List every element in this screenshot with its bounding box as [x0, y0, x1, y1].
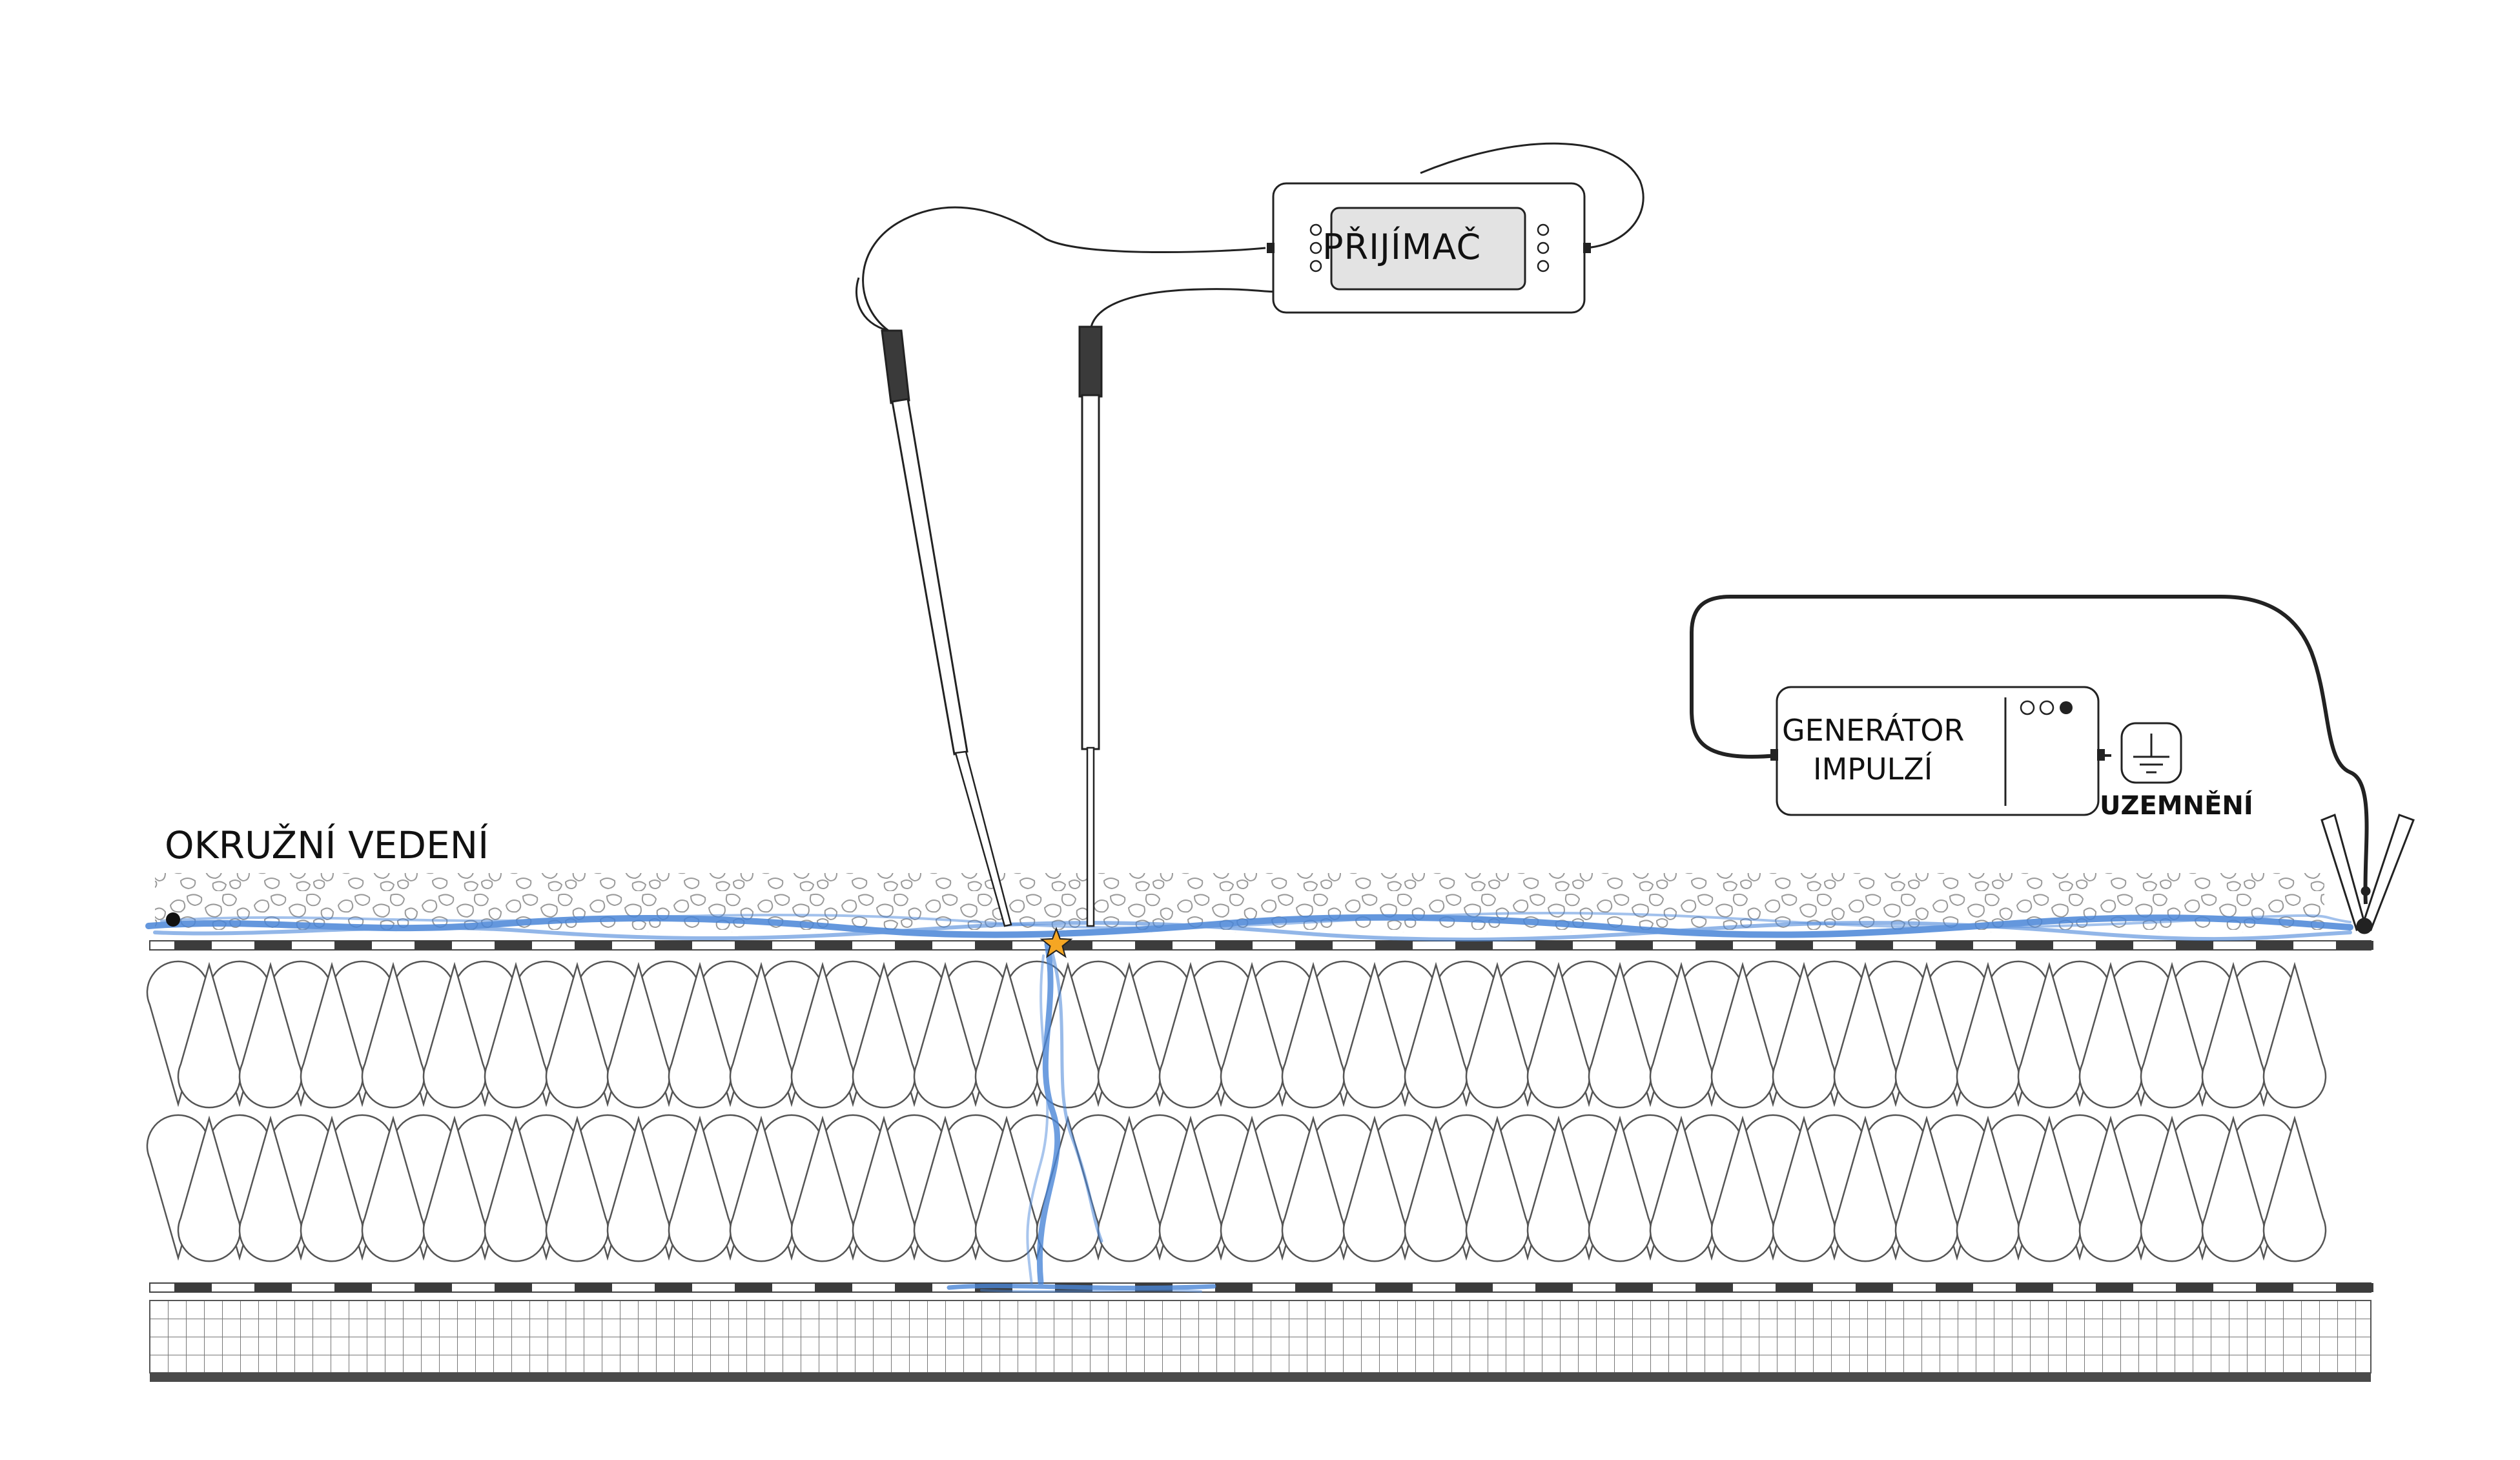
membrane-dash: [1215, 941, 1253, 950]
fault-star-icon: [1040, 927, 1073, 958]
receiver-screen: [1330, 207, 1526, 291]
ring-line-label: OKRUŽNÍ VEDENÍ: [165, 823, 489, 867]
membrane-dash: [1695, 1283, 1733, 1292]
receiver-cables: [862, 142, 1644, 332]
membrane-dash: [1455, 941, 1493, 950]
leak-flow: [947, 941, 1216, 1293]
ground-label: UZEMNĚNÍ: [2100, 791, 2253, 821]
membrane-dash: [575, 1283, 612, 1292]
membrane-dash: [2336, 941, 2373, 950]
membrane-dash: [1295, 1283, 1333, 1292]
membrane-dash: [815, 1283, 852, 1292]
membrane-dash: [1776, 941, 1813, 950]
membrane-dash: [415, 941, 452, 950]
membrane-dash: [254, 941, 292, 950]
membrane-dash: [1856, 1283, 1893, 1292]
membrane-dash: [735, 941, 772, 950]
insulation-cell: [2262, 1115, 2327, 1262]
concrete-base: [149, 1300, 2371, 1382]
membrane-dash: [174, 1283, 212, 1292]
generator-indicator-2: [2039, 700, 2054, 715]
membrane-dash: [1455, 1283, 1493, 1292]
membrane-dash: [1615, 941, 1653, 950]
membrane-dash: [2096, 1283, 2133, 1292]
membrane-dash: [1295, 941, 1333, 950]
ring-line-start-point: [166, 912, 180, 927]
membrane-dash: [174, 941, 212, 950]
membrane-dash: [2016, 1283, 2053, 1292]
insulation-layer: [146, 960, 2327, 1262]
membrane-dash: [1856, 941, 1893, 950]
membrane-dash: [1375, 941, 1413, 950]
insulation-cell: [2262, 961, 2327, 1109]
membrane-dash: [2336, 1283, 2373, 1292]
pulse-generator-device: [1770, 686, 2105, 816]
membrane-dash: [1375, 1283, 1413, 1292]
membrane-dash: [1695, 941, 1733, 950]
membrane-dash: [495, 941, 532, 950]
membrane-dash: [1535, 1283, 1573, 1292]
generator-cable: [1690, 595, 2369, 905]
membrane-dash: [815, 941, 852, 950]
membrane-dash: [975, 941, 1012, 950]
membrane-dash: [254, 1283, 292, 1292]
water-flow: [145, 912, 2353, 942]
receiver-label: PŘIJÍMAČ: [1322, 227, 1482, 267]
membrane-dash: [575, 941, 612, 950]
membrane-dash: [655, 941, 692, 950]
generator-label-line1: GENERÁTOR: [1782, 713, 1965, 748]
membrane-dash: [2016, 941, 2053, 950]
membrane-dash: [2176, 1283, 2213, 1292]
membrane-dash: [2176, 941, 2213, 950]
crocodile-clip-icon: [2320, 813, 2415, 934]
membrane-dash: [334, 941, 372, 950]
receiver-probe-right: [1078, 325, 1103, 927]
membrane-dash: [1215, 1283, 1253, 1292]
membrane-dash: [2256, 941, 2293, 950]
receiver-probe-left: [855, 277, 1012, 927]
bottom-membrane: [149, 1282, 2373, 1293]
membrane-dash: [895, 941, 932, 950]
membrane-dash: [495, 1283, 532, 1292]
membrane-dash: [655, 1283, 692, 1292]
membrane-dash: [1535, 941, 1573, 950]
top-membrane: [149, 940, 2373, 951]
membrane-dash: [1936, 1283, 1973, 1292]
generator-label-line2: IMPULZÍ: [1813, 752, 1933, 787]
membrane-dash: [415, 1283, 452, 1292]
membrane-dash: [1615, 1283, 1653, 1292]
membrane-dash: [2096, 941, 2133, 950]
membrane-dash: [735, 1283, 772, 1292]
membrane-dash: [334, 1283, 372, 1292]
membrane-dash: [1135, 941, 1173, 950]
membrane-dash: [895, 1283, 932, 1292]
ground-symbol-icon: [2120, 722, 2182, 784]
generator-indicator-1: [2020, 700, 2035, 715]
generator-indicator-3: [2060, 701, 2073, 714]
receiver-device: [1267, 182, 1591, 314]
membrane-dash: [1936, 941, 1973, 950]
membrane-dash: [1776, 1283, 1813, 1292]
membrane-dash: [2256, 1283, 2293, 1292]
